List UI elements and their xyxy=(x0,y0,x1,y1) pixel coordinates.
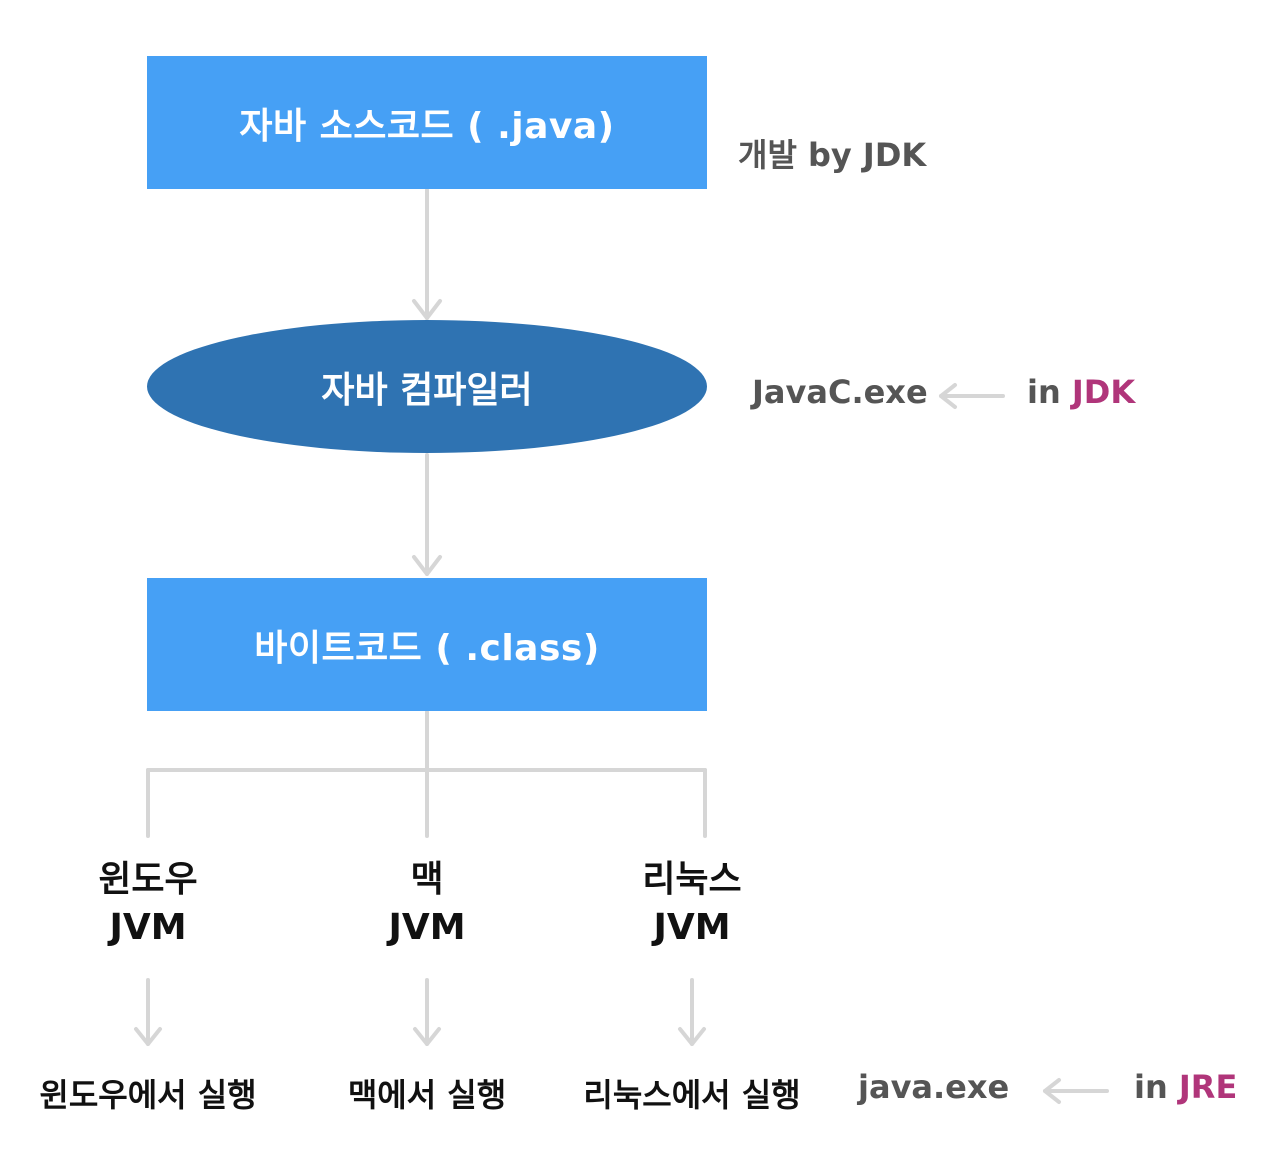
arrowhead-windows-run xyxy=(134,1027,162,1046)
bytecode-box: 바이트코드 ( .class) xyxy=(147,578,707,711)
jre-label: JRE xyxy=(1178,1068,1238,1106)
dev-note: 개발 by JDK xyxy=(738,130,926,176)
linux-jvm-label: JVM xyxy=(653,907,731,948)
windows-run-label: 윈도우에서 실행 xyxy=(39,1076,257,1114)
jre-note: in JRE xyxy=(1134,1068,1237,1106)
linux-run-label: 리눅스에서 실행 xyxy=(583,1076,801,1114)
windows-jvm-label: JVM xyxy=(109,907,187,948)
jre-in-label: in xyxy=(1134,1068,1168,1106)
jdk-label: JDK xyxy=(1071,373,1136,411)
javac-label: JavaC.exe xyxy=(752,373,928,411)
mac-jvm: 맥 JVM xyxy=(307,856,547,952)
mac-run-label: 맥에서 실행 xyxy=(347,1076,507,1114)
java-exe-label: java.exe xyxy=(858,1068,1010,1106)
mac-jvm-label: JVM xyxy=(388,907,466,948)
windows-os-label: 윈도우 xyxy=(98,859,198,900)
arrowhead-jre-to-java xyxy=(1043,1078,1061,1104)
arrowhead-linux-run xyxy=(678,1027,706,1046)
compiler-ellipse: 자바 컴파일러 xyxy=(147,320,707,453)
dev-note-label: 개발 by JDK xyxy=(738,136,927,174)
arrowhead-compiler-to-bytecode xyxy=(412,555,442,576)
linux-run: 리눅스에서 실행 xyxy=(542,1070,842,1116)
source-code-label: 자바 소스코드 ( .java) xyxy=(239,105,615,147)
mac-run: 맥에서 실행 xyxy=(277,1070,577,1116)
mac-os-label: 맥 xyxy=(410,859,444,900)
windows-jvm: 윈도우 JVM xyxy=(28,856,268,952)
javac-note: JavaC.exe xyxy=(752,373,928,411)
source-code-box: 자바 소스코드 ( .java) xyxy=(147,56,707,189)
arrowhead-jdk-to-javac xyxy=(939,383,957,409)
arrowhead-source-to-compiler xyxy=(412,299,442,320)
jdk-in-label: in xyxy=(1027,373,1061,411)
bytecode-label: 바이트코드 ( .class) xyxy=(254,627,600,669)
compiler-label: 자바 컴파일러 xyxy=(321,369,533,411)
linux-os-label: 리눅스 xyxy=(642,859,742,900)
arrowhead-mac-run xyxy=(413,1027,441,1046)
linux-jvm: 리눅스 JVM xyxy=(572,856,812,952)
java-note: java.exe xyxy=(858,1068,1009,1106)
jdk-note: in JDK xyxy=(1027,373,1135,411)
windows-run: 윈도우에서 실행 xyxy=(0,1070,298,1116)
